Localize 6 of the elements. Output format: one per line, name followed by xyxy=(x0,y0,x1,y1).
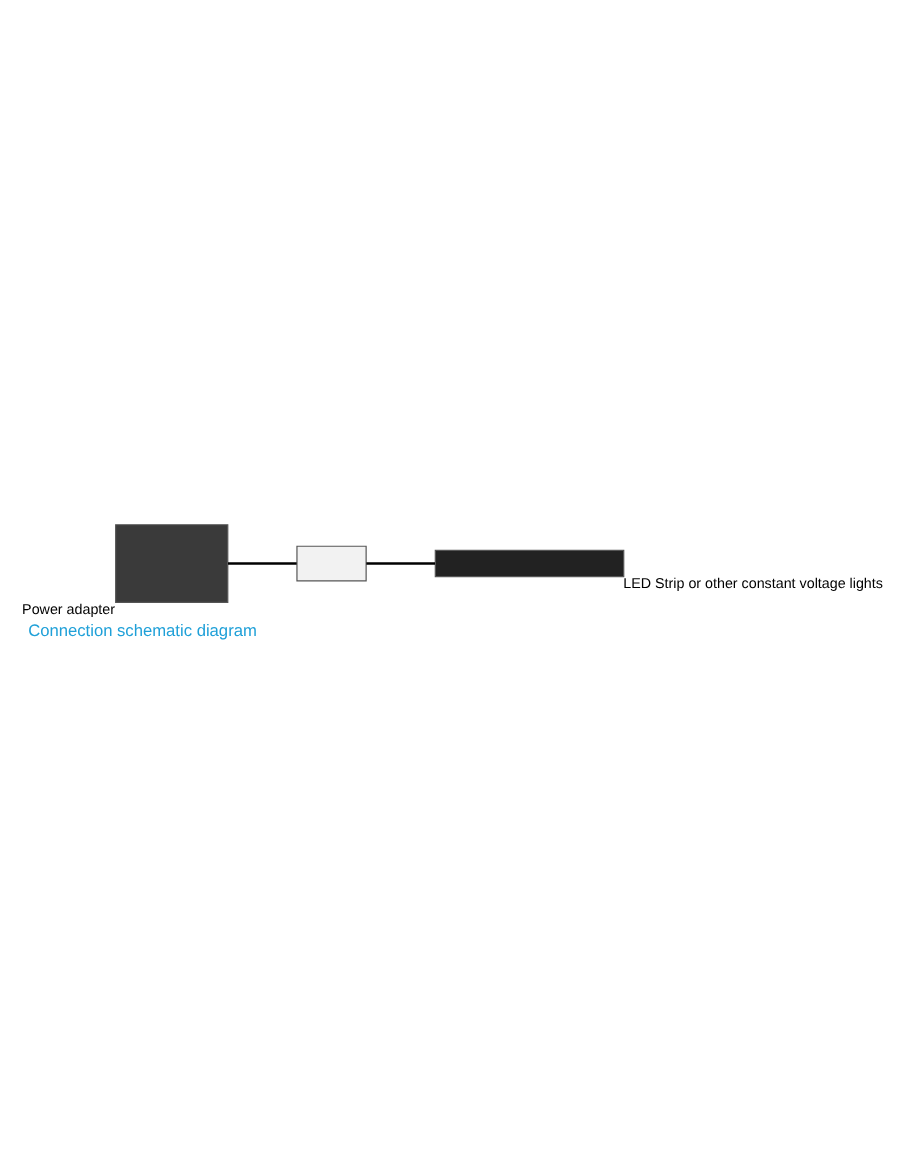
caption: Connection schematic diagram xyxy=(28,618,257,639)
node-box xyxy=(434,548,625,577)
node-box xyxy=(115,523,229,602)
connector xyxy=(228,561,297,564)
node-box xyxy=(296,544,367,581)
connector xyxy=(366,561,436,564)
